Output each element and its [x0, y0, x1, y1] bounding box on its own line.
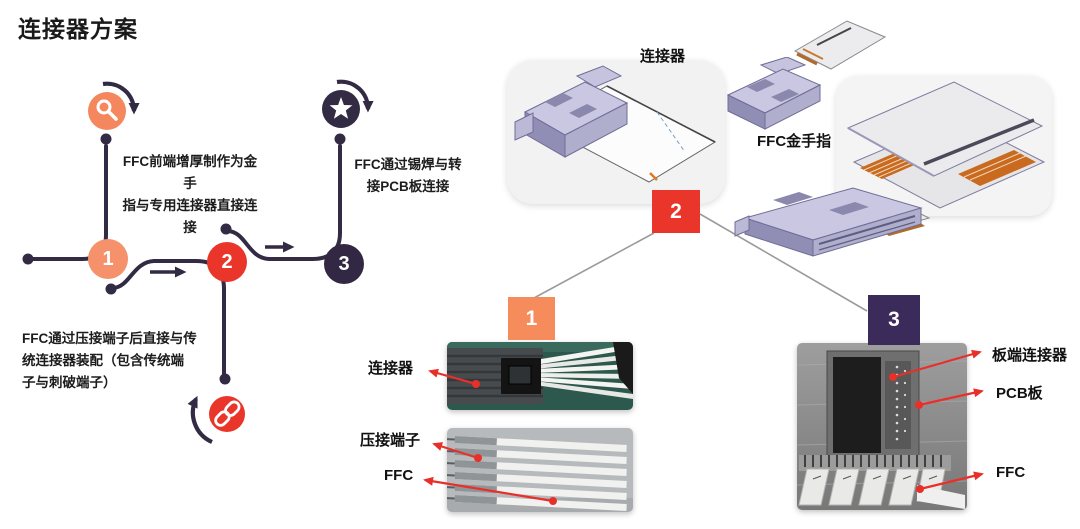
- link-icon: [209, 396, 245, 432]
- callout-ffc-right: FFC: [996, 464, 1026, 481]
- callout-pcb: PCB板: [996, 385, 1043, 402]
- lower-connector-cad: [733, 178, 931, 266]
- timeline-node-3: 3: [324, 244, 364, 284]
- star-icon: [322, 90, 360, 128]
- callout-crimp-terminal: 压接端子: [360, 432, 421, 449]
- pcb-adapter-photo: [797, 343, 967, 510]
- callout-ffc-left: FFC: [384, 467, 414, 484]
- branch-box-2: 2: [652, 190, 700, 233]
- small-connector-cad: [713, 57, 848, 135]
- callout-connector: 连接器: [368, 360, 414, 377]
- gold-finger-card: [836, 76, 1052, 216]
- connector-card: [507, 60, 725, 204]
- callout-board-connector: 板端连接器: [992, 347, 1068, 364]
- step2-description: FFC通过压接端子后直接与传 统连接器装配（包含传统端 子与刺破端子）: [22, 331, 197, 390]
- branch-box-3: 3: [868, 295, 920, 345]
- gold-finger-cad-image: [846, 81, 1046, 209]
- connector-cad-image: [514, 65, 717, 183]
- crimp-terminal-photo: [447, 428, 633, 512]
- gold-finger-label: FFC金手指: [757, 133, 832, 150]
- page-title: 连接器方案: [18, 16, 138, 42]
- connector-photo: [447, 342, 633, 410]
- connector-card-label: 连接器: [640, 48, 686, 65]
- search-icon: [88, 92, 126, 130]
- timeline-node-2: 2: [207, 242, 247, 282]
- small-sheet-cad: [787, 15, 889, 73]
- branch-box-1: 1: [508, 297, 555, 340]
- step1-description: FFC前端增厚制作为金手 指与专用连接器直接连接: [122, 154, 258, 235]
- timeline-node-1: 1: [88, 239, 128, 279]
- step3-description: FFC通过锡焊与转 接PCB板连接: [354, 157, 462, 194]
